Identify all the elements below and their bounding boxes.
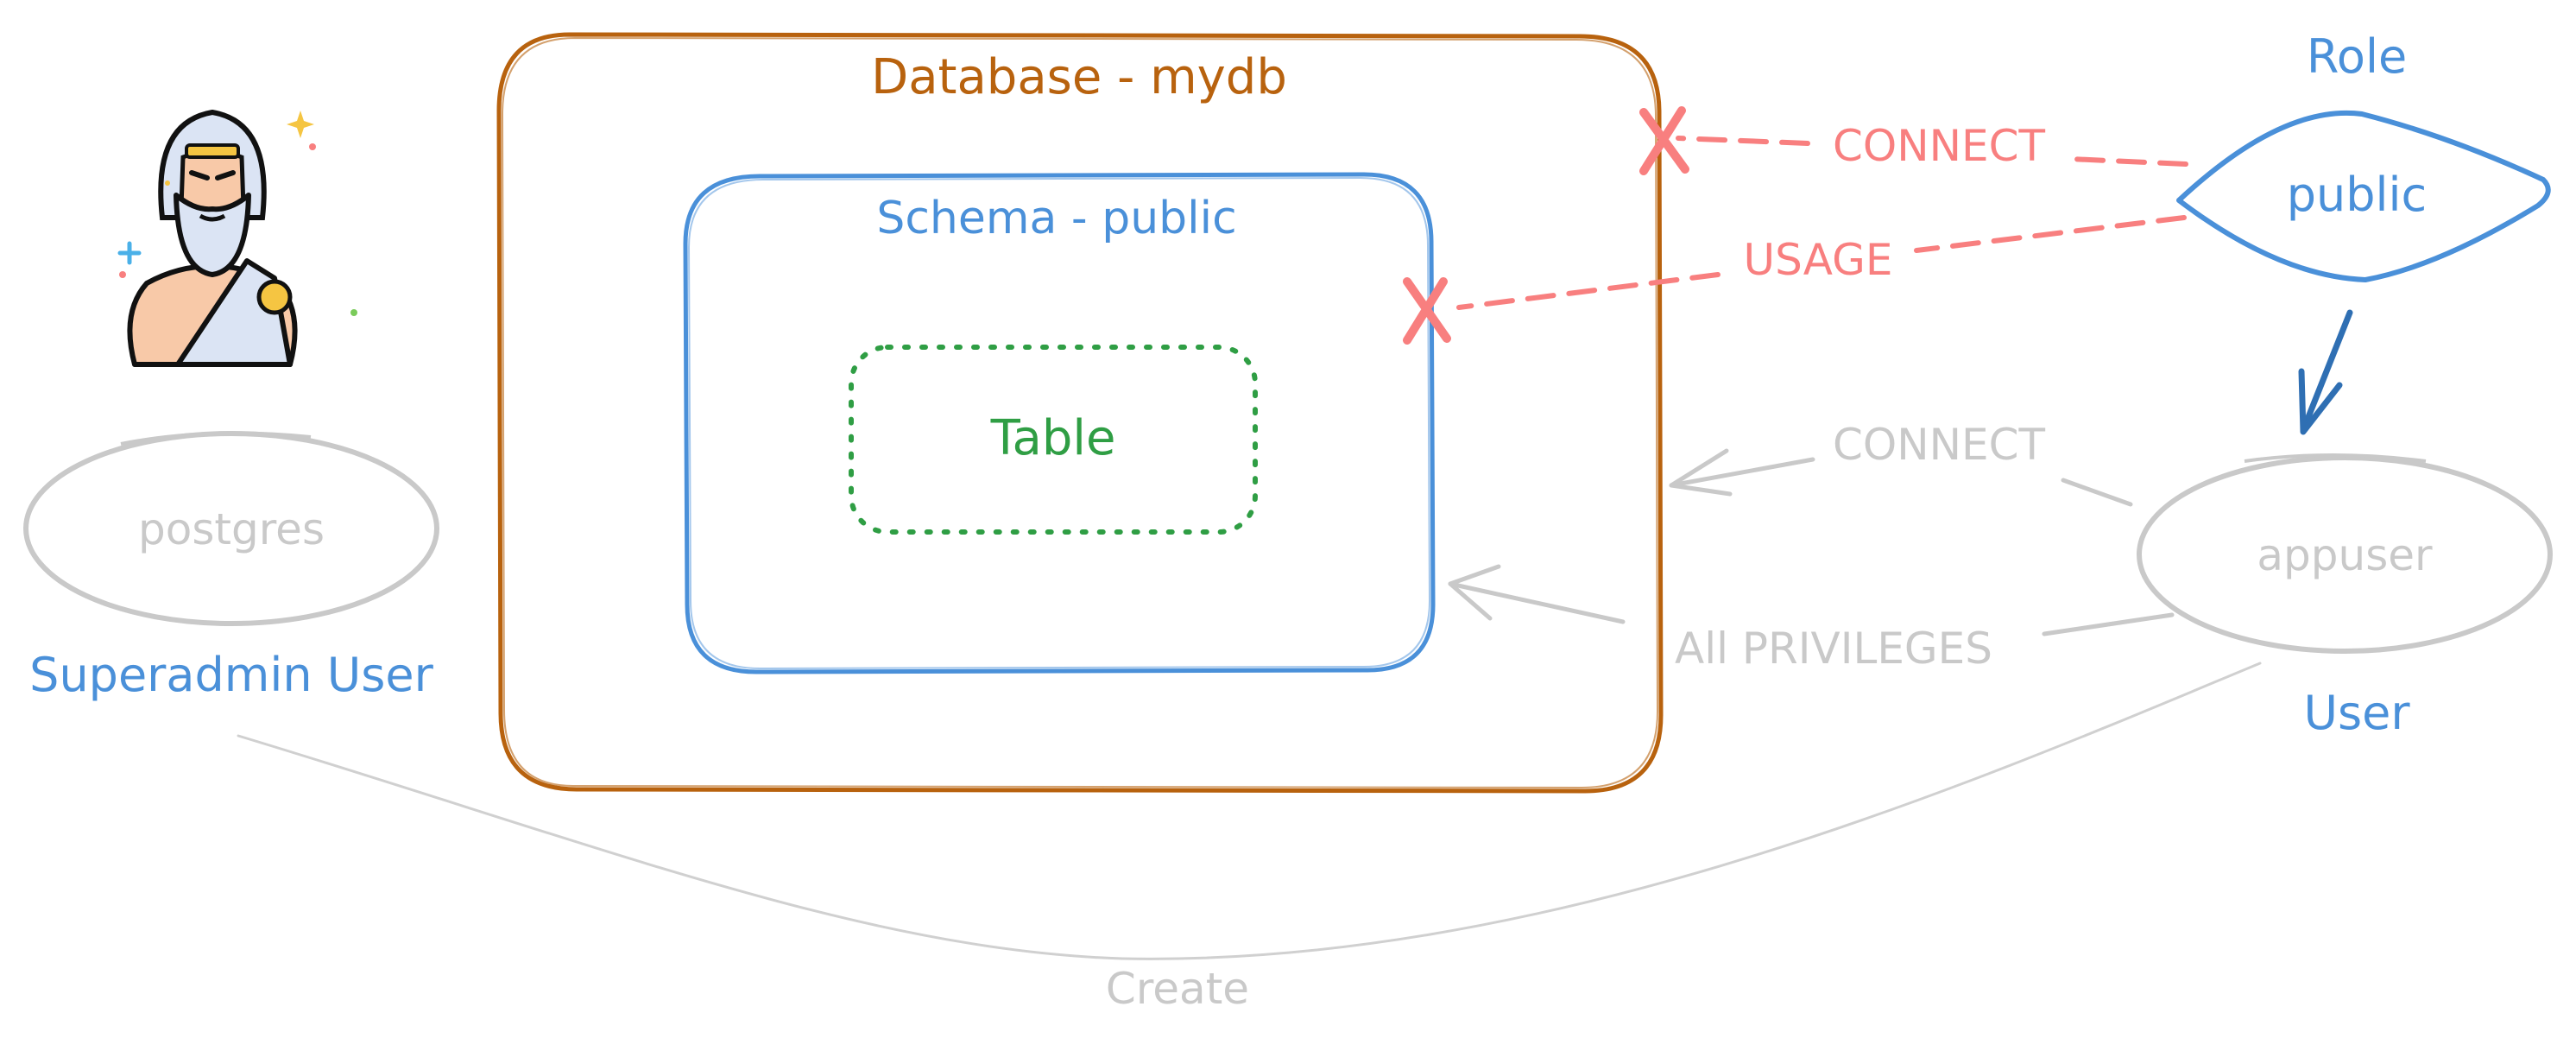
grant-all-privileges-label: All PRIVILEGES bbox=[1675, 624, 1992, 674]
grant-all-privileges-edge[interactable]: All PRIVILEGES bbox=[1448, 564, 2175, 674]
role-membership-arrow bbox=[2298, 309, 2353, 435]
appuser-node[interactable]: appuser bbox=[2137, 453, 2553, 654]
zeus-avatar-icon bbox=[117, 109, 357, 367]
grant-connect-edge[interactable]: CONNECT bbox=[1669, 420, 2133, 507]
revoked-usage-label: USAGE bbox=[1744, 235, 1893, 285]
create-label: Create bbox=[1106, 964, 1249, 1014]
appuser-caption: User bbox=[2303, 686, 2410, 740]
public-role-label: public bbox=[2287, 168, 2427, 222]
postgres-label: postgres bbox=[138, 504, 325, 554]
table-node[interactable]: Table bbox=[849, 345, 1258, 535]
revoked-connect-x-icon bbox=[1639, 106, 1689, 175]
appuser-label: appuser bbox=[2257, 530, 2433, 580]
superadmin-caption: Superadmin User bbox=[29, 648, 433, 702]
create-edge[interactable]: Create bbox=[237, 662, 2262, 1014]
postgres-node[interactable]: postgres bbox=[23, 431, 439, 626]
schema-label: Schema - public bbox=[876, 193, 1236, 244]
schema-container[interactable]: Schema - public bbox=[683, 172, 1436, 674]
revoked-usage-edge[interactable]: USAGE bbox=[1403, 215, 2187, 345]
table-label: Table bbox=[990, 410, 1116, 466]
database-container[interactable]: Database - mydb bbox=[496, 32, 1664, 794]
revoked-connect-label: CONNECT bbox=[1833, 121, 2046, 171]
public-role-node[interactable]: public bbox=[2176, 110, 2551, 282]
grant-connect-label: CONNECT bbox=[1833, 420, 2046, 470]
revoked-usage-x-icon bbox=[1403, 277, 1451, 345]
database-label: Database - mydb bbox=[871, 49, 1287, 105]
revoked-connect-edge[interactable]: CONNECT bbox=[1639, 106, 2188, 175]
role-title: Role bbox=[2307, 29, 2407, 84]
